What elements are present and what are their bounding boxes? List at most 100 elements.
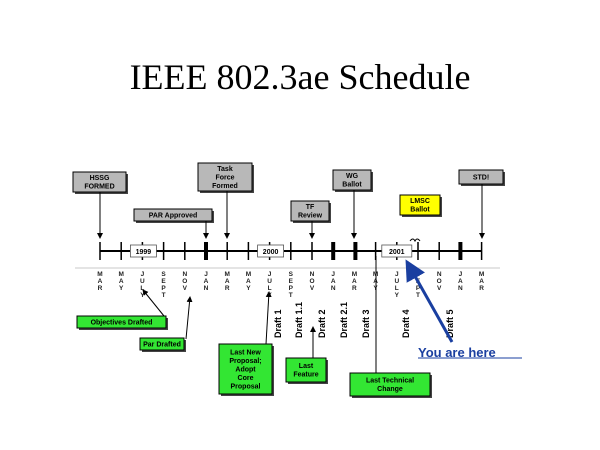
year-label: 1999	[136, 249, 152, 256]
month-letter: S	[161, 271, 166, 278]
last-feature-box-text: Feature	[293, 372, 318, 379]
last-new-proposal-box	[218, 343, 273, 395]
month-letter: N	[331, 285, 336, 292]
task-force-box-text: Formed	[212, 183, 238, 190]
task-force-box	[197, 162, 253, 192]
lmsc-ballot-box	[399, 194, 441, 216]
last-new-proposal-box-text: Adopt	[235, 366, 256, 373]
wg-ballot-box-text: Ballot	[342, 182, 362, 189]
year-label: 2000	[263, 249, 279, 256]
tf-review-box-text: TF	[306, 204, 315, 211]
last-new-proposal-arrow	[265, 291, 272, 345]
draft-label: Draft 2.1	[339, 302, 349, 338]
hssg-formed-box-text: HSSG	[90, 175, 110, 182]
month-letter: N	[310, 271, 315, 278]
month-letter: L	[268, 285, 272, 292]
hssg-formed-box-text: FORMED	[84, 184, 114, 191]
lmsc-ballot-box-text: Ballot	[410, 207, 430, 214]
month-letter: O	[182, 278, 187, 285]
month-letter: A	[458, 278, 463, 285]
month-letter: A	[98, 278, 103, 285]
month-letter: M	[352, 271, 357, 278]
par-drafted-box	[139, 337, 185, 351]
last-new-proposal-box-text: Last New	[230, 349, 261, 356]
month-letter: O	[437, 278, 442, 285]
month-letter: E	[161, 278, 166, 285]
month-letter: E	[289, 278, 294, 285]
month-letter: J	[268, 271, 272, 278]
draft-label: Draft 4	[401, 309, 411, 338]
month-letter: U	[140, 278, 145, 285]
draft-label: Draft 3	[361, 309, 371, 338]
month-letter: L	[395, 285, 399, 292]
month-letter: Y	[395, 292, 400, 299]
month-letter: N	[204, 285, 209, 292]
page-title: IEEE 802.3ae Schedule	[129, 57, 471, 97]
std-box	[458, 169, 504, 185]
lmsc-ballot-box-text: LMSC	[410, 198, 430, 205]
objectives-drafted-box-text: Objectives Drafted	[91, 319, 153, 326]
month-letter: R	[98, 285, 103, 292]
draft-label: Draft 1.1	[294, 302, 304, 338]
wg-ballot-box	[332, 169, 372, 191]
month-letter: J	[459, 271, 463, 278]
you-are-here-label: You are here	[418, 345, 496, 360]
month-letter: J	[331, 271, 335, 278]
year-label-box	[257, 244, 285, 258]
tf-review-box	[290, 200, 330, 222]
month-letter: A	[479, 278, 484, 285]
last-technical-change-box	[349, 372, 431, 397]
month-letter: S	[289, 271, 294, 278]
par-drafted-arrow	[185, 296, 193, 340]
wg-ballot-box-text: WG	[346, 173, 359, 180]
month-letter: A	[119, 278, 124, 285]
month-letter: V	[310, 285, 315, 292]
year-label: 2001	[389, 249, 405, 256]
month-letter: U	[394, 278, 399, 285]
draft-label: Draft 5	[445, 309, 455, 338]
last-technical-change-box-text: Change	[377, 386, 403, 393]
month-letter: M	[118, 271, 123, 278]
last-technical-change-box-text: Last Technical	[366, 378, 414, 385]
month-letter: O	[309, 278, 314, 285]
month-letter: J	[204, 271, 208, 278]
you-are-here-arrow	[405, 259, 454, 343]
last-feature-box-text: Last	[299, 363, 314, 370]
month-letter: T	[289, 292, 293, 299]
month-letter: M	[479, 271, 484, 278]
month-letter: R	[225, 285, 230, 292]
month-letter: T	[416, 292, 420, 299]
last-new-proposal-box-text: Core	[238, 375, 254, 382]
month-letter: V	[183, 285, 188, 292]
month-letter: P	[161, 285, 166, 292]
month-letter: V	[437, 285, 442, 292]
par-drafted-box-text: Par Drafted	[143, 341, 181, 348]
month-letter: M	[246, 271, 251, 278]
lmsc-bracket	[409, 238, 421, 243]
month-letter: N	[437, 271, 442, 278]
last-new-proposal-box-text: Proposal	[231, 383, 261, 390]
month-letter: A	[331, 278, 336, 285]
month-letter: R	[352, 285, 357, 292]
month-letter: N	[458, 285, 463, 292]
month-letter: M	[224, 271, 229, 278]
month-letter: A	[204, 278, 209, 285]
month-letter: Y	[140, 292, 145, 299]
month-letter: L	[140, 285, 144, 292]
last-new-proposal-box-text: Proposal;	[229, 358, 261, 365]
draft-label: Draft 1	[273, 309, 283, 338]
objectives-arrow	[142, 289, 165, 317]
month-letter: U	[267, 278, 272, 285]
month-letter: P	[416, 285, 421, 292]
month-letter: Y	[119, 285, 124, 292]
month-letter: A	[352, 278, 357, 285]
task-force-box-text: Task	[217, 166, 233, 173]
task-force-box-text: Force	[215, 174, 234, 181]
month-letter: P	[289, 285, 294, 292]
month-letter: M	[97, 271, 102, 278]
year-label-box	[381, 244, 413, 258]
month-letter: J	[141, 271, 145, 278]
month-letter: T	[162, 292, 166, 299]
std-box-text: STD!	[473, 174, 489, 181]
